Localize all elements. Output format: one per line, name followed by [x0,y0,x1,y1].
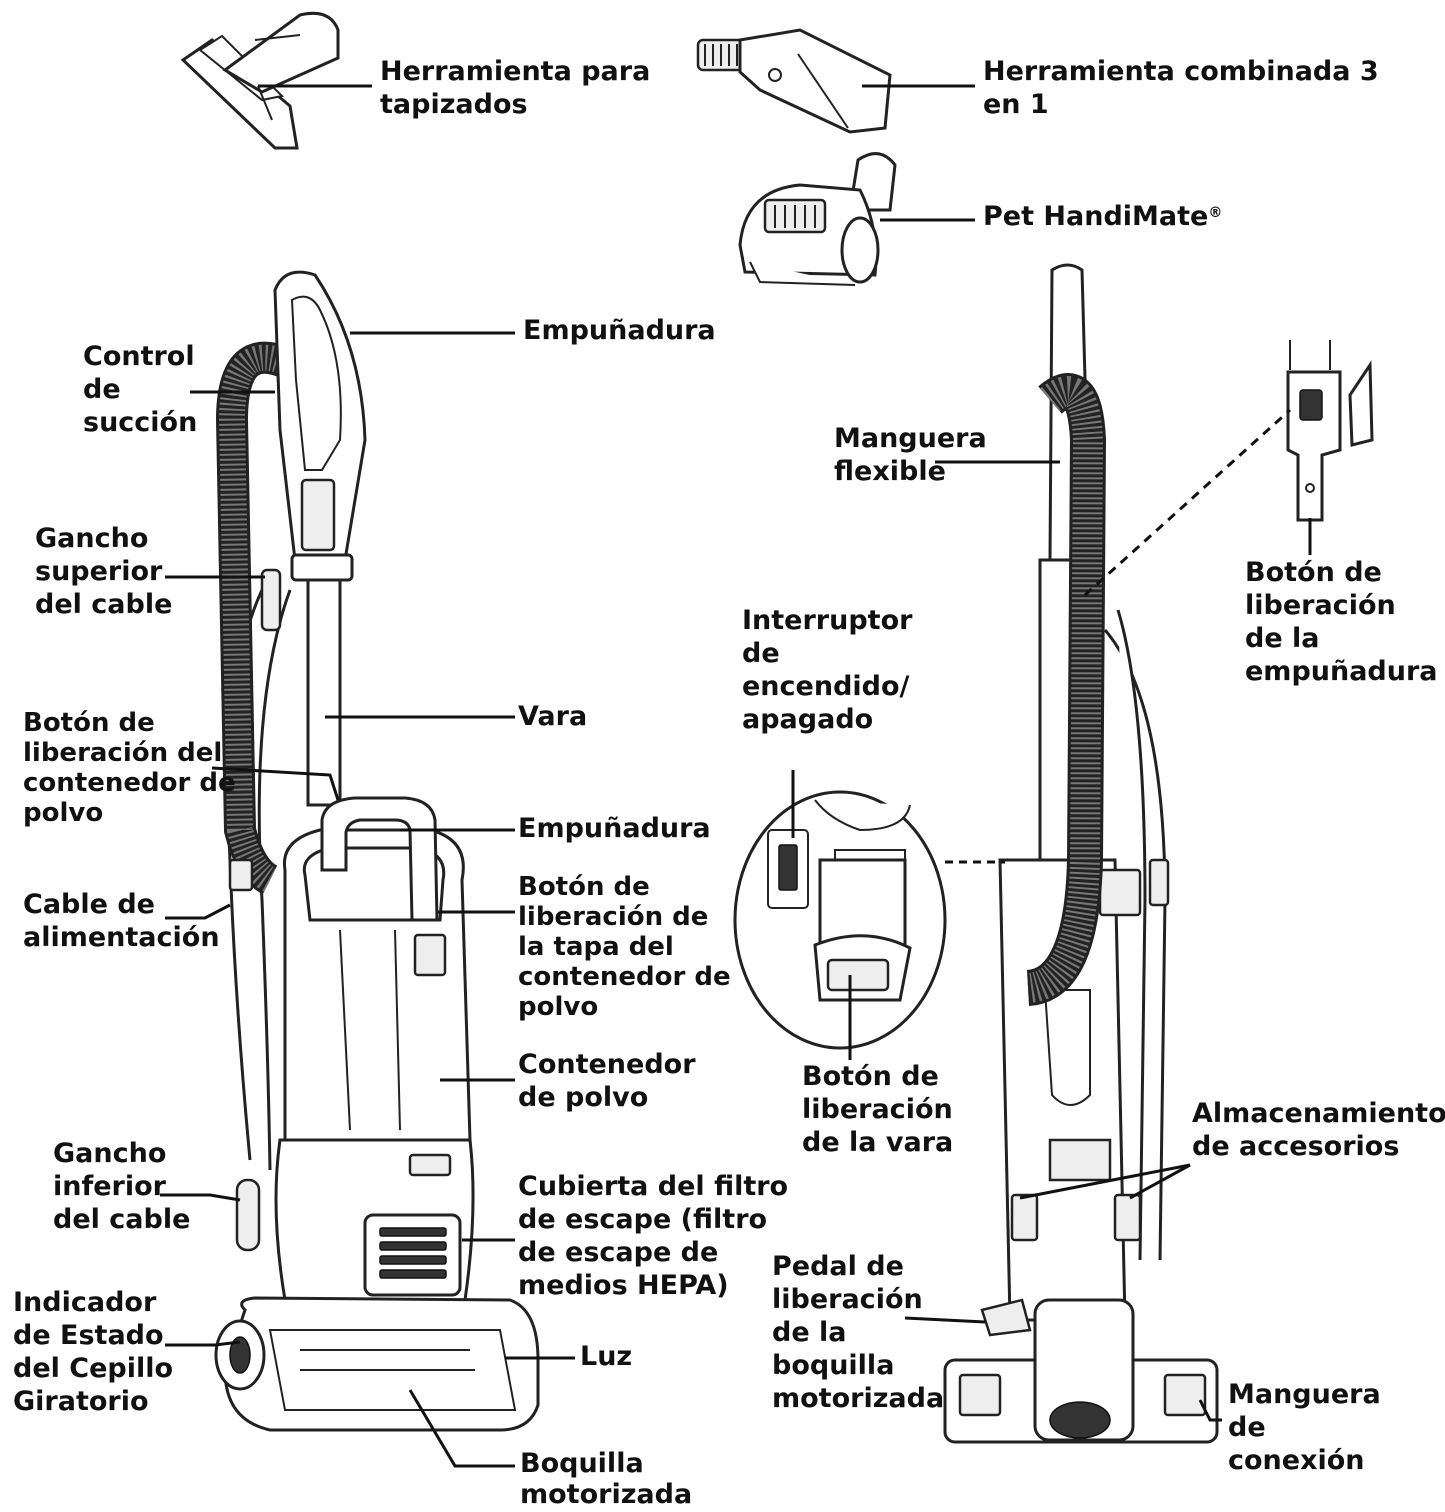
label-handle-release: Botón de liberación de la empuñadura [1245,557,1438,687]
label-lower-cord-hook: Gancho inferior del cable [53,1138,191,1235]
front-vacuum-drawing [214,270,540,1432]
pet-handimate-drawing [738,152,897,286]
registered-mark: ® [1208,205,1223,221]
label-upholstery-tool: Herramienta para tapizados [380,56,651,120]
label-wand: Vara [518,701,588,732]
leader-lines [160,84,1312,1468]
label-powered-nozzle: Boquilla motorizada [520,1448,693,1510]
label-pet-handimate: Pet HandiMate® [983,200,1222,233]
label-exhaust-filter-cover: Cubierta del filtro de escape (filtro de… [518,1171,789,1301]
label-power-switch: Interruptor de encendido/ apagado [742,605,913,735]
label-lid-release: Botón de liberación de la tapa del conte… [518,872,731,1022]
label-brushroll-indicator: Indicador de Estado del Cepillo Giratori… [13,1287,174,1417]
upholstery-tool-drawing [180,11,340,150]
label-upper-cord-hook: Gancho superior del cable [35,523,173,620]
label-handle-top: Empuñadura [523,315,716,346]
label-pet-handimate-text: Pet HandiMate [983,201,1209,232]
label-dust-cup-handle: Empuñadura [518,813,711,844]
label-power-cord: Cable de alimentación [23,889,220,953]
label-flexible-hose: Manguera flexible [834,423,987,487]
label-nozzle-release-pedal: Pedal de liberación de la boquilla motor… [772,1251,945,1414]
label-dust-cup-release: Botón de liberación del contenedor de po… [23,708,236,828]
label-light: Luz [580,1341,633,1372]
rear-vacuum-drawing [943,263,1219,1444]
label-combo-tool: Herramienta combinada 3 en 1 [983,56,1379,120]
label-wand-release: Botón de liberación de la vara [802,1061,954,1158]
label-dust-cup: Contenedor de polvo [518,1049,696,1113]
label-connection-hose: Manguera de conexión [1228,1379,1381,1476]
handle-release-inset [1286,340,1374,522]
label-accessory-storage: Almacenamiento de accesorios [1192,1098,1445,1162]
label-suction-control: Control de succión [83,341,198,438]
combo-tool-drawing [696,28,892,134]
switch-detail-inset [733,790,947,1050]
